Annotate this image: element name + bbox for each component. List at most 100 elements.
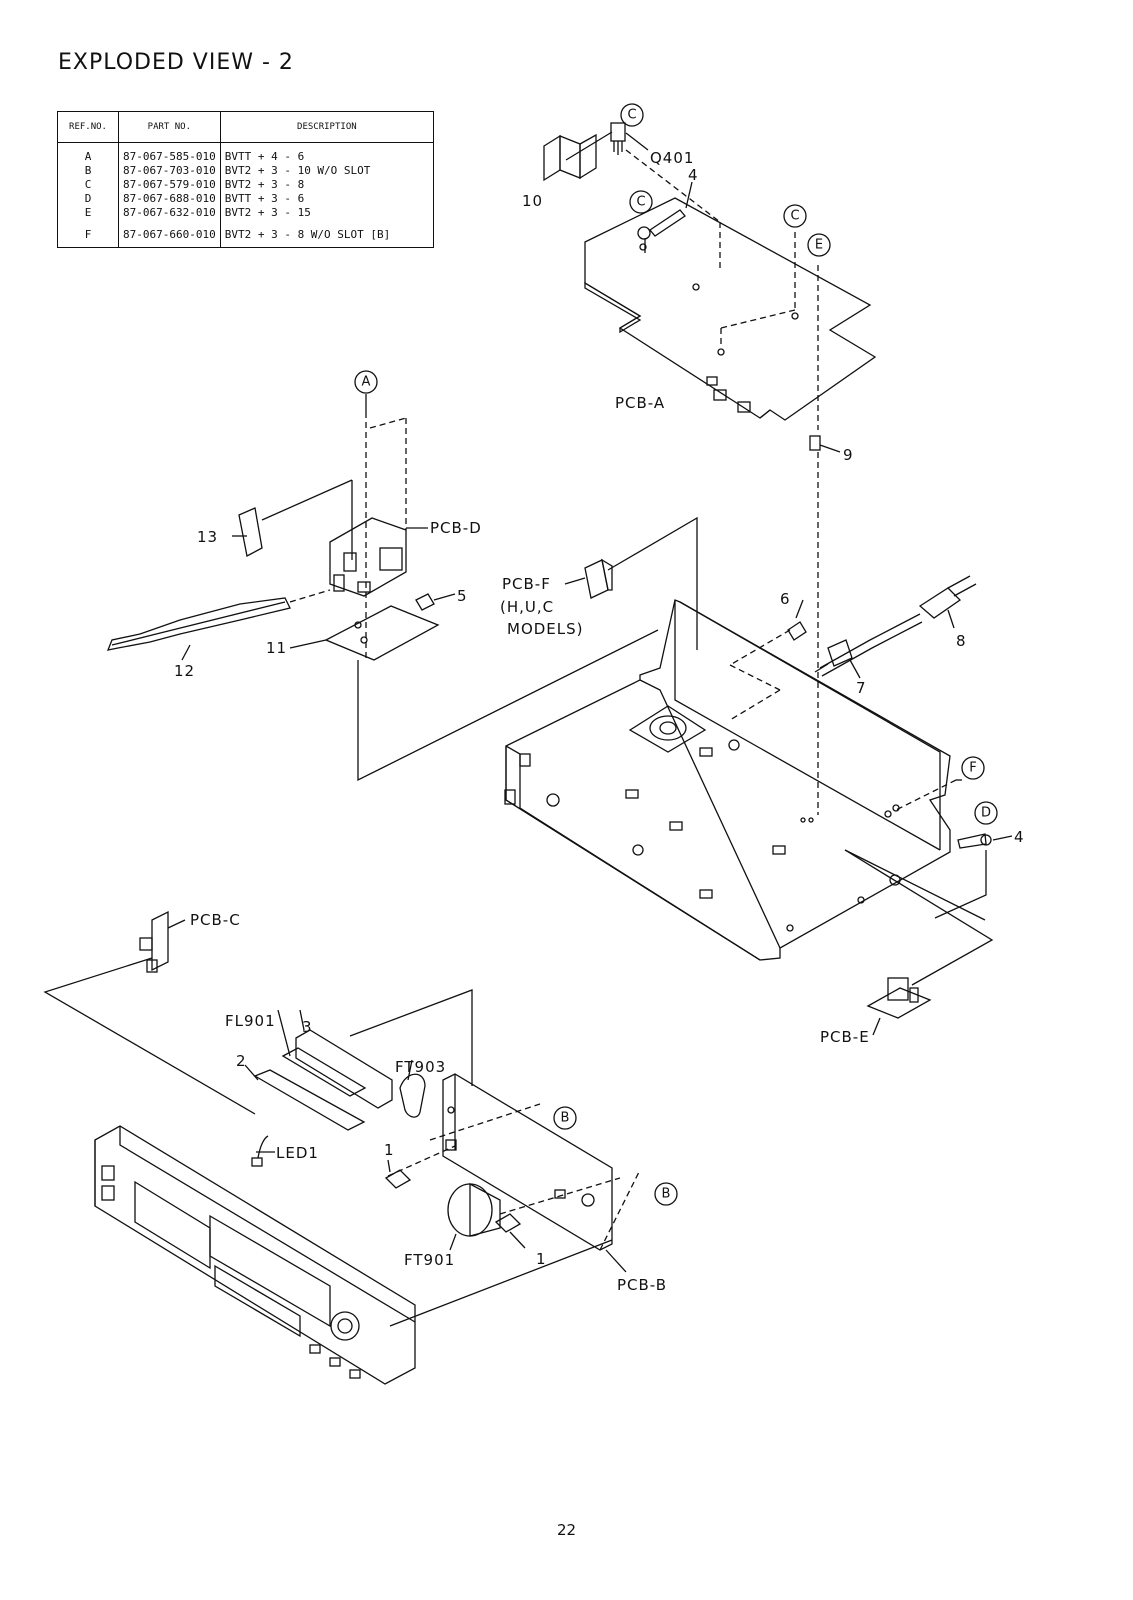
filter-2 xyxy=(253,1069,366,1131)
led1 xyxy=(251,1135,269,1167)
leader-d-drop xyxy=(934,850,987,919)
part-12-lever xyxy=(106,597,291,651)
callout-b-lower-text: B xyxy=(662,1187,671,1202)
table-header-row: REF.NO. PART NO. DESCRIPTION xyxy=(57,111,435,143)
leader-1a xyxy=(387,1159,391,1173)
label-ft903: FT903 xyxy=(395,1058,446,1076)
switch-1b xyxy=(494,1213,522,1233)
header-description: DESCRIPTION xyxy=(219,111,435,143)
chassis xyxy=(504,599,951,961)
strain-relief-7 xyxy=(814,639,853,673)
leader-13-link xyxy=(261,479,353,521)
leader-q401-label xyxy=(625,132,649,151)
callout-c-screw: C xyxy=(629,190,653,214)
callout-c-pcb-a: C xyxy=(783,204,807,228)
cell-desc: BVTT + 4 - 6 xyxy=(219,142,435,163)
cell-ref: A xyxy=(57,142,119,163)
power-cord-8 xyxy=(819,575,977,677)
ft903-cable xyxy=(399,1073,426,1118)
part-9 xyxy=(809,435,821,451)
label-6: 6 xyxy=(780,590,791,608)
leader-pcb-e xyxy=(872,1017,881,1036)
pcb-f-board xyxy=(584,558,613,599)
callout-a: A xyxy=(354,370,378,394)
label-7: 7 xyxy=(856,679,867,697)
cell-part: 87-067-585-010 xyxy=(118,142,221,163)
guide-lines-top xyxy=(625,149,819,430)
callout-e-text: E xyxy=(815,238,823,253)
leader-fl901 xyxy=(277,1009,291,1057)
pcb-c-board xyxy=(139,910,169,973)
parts-table: REF.NO. PART NO. DESCRIPTION A 87-067-58… xyxy=(57,111,435,248)
callout-d: D xyxy=(974,801,998,825)
leader-4-top xyxy=(685,181,693,209)
switch-1a xyxy=(384,1169,412,1189)
heatsink-10 xyxy=(543,133,597,182)
label-pcb-e: PCB-E xyxy=(820,1028,870,1046)
ft901-fan xyxy=(447,1182,501,1237)
table-row: C 87-067-579-010 BVT2 + 3 - 8 xyxy=(57,177,435,191)
callout-e: E xyxy=(807,233,831,257)
callout-c-q401: C xyxy=(620,103,644,127)
q401-transistor xyxy=(610,122,626,155)
callout-b-upper-text: B xyxy=(561,1111,570,1126)
header-part-no: PART NO. xyxy=(118,111,221,143)
callout-c-pcb-a-text: C xyxy=(790,209,799,224)
label-fl901: FL901 xyxy=(225,1012,276,1030)
label-13: 13 xyxy=(197,528,218,546)
label-led1: LED1 xyxy=(276,1144,319,1162)
page-title: EXPLODED VIEW - 2 xyxy=(58,50,294,75)
cell-ref: C xyxy=(57,177,119,191)
leader-1b xyxy=(509,1231,526,1249)
header-ref-no: REF.NO. xyxy=(57,111,119,143)
leader-ft903 xyxy=(407,1059,413,1081)
guide-lines-pcb-d xyxy=(289,412,407,660)
cell-ref: B xyxy=(57,163,119,177)
leader-11 xyxy=(289,639,327,649)
label-10: 10 xyxy=(522,192,543,210)
cell-part: 87-067-660-010 xyxy=(118,219,221,248)
leader-pcb-f xyxy=(564,577,586,585)
fl901-display xyxy=(281,1047,367,1097)
leader-q401 xyxy=(565,131,613,161)
cell-desc: BVT2 + 3 - 8 W/O SLOT [B] xyxy=(219,219,435,248)
part-13 xyxy=(238,507,263,557)
front-panel xyxy=(94,1125,416,1385)
label-4-top: 4 xyxy=(688,166,699,184)
label-5: 5 xyxy=(457,587,468,605)
cell-ref: D xyxy=(57,191,119,205)
callout-d-text: D xyxy=(981,806,991,821)
label-pcb-a: PCB-A xyxy=(615,394,665,412)
label-11: 11 xyxy=(266,639,287,657)
callout-a-text: A xyxy=(362,375,371,390)
label-2: 2 xyxy=(236,1052,247,1070)
label-pcb-d: PCB-D xyxy=(430,519,482,537)
guide-lines-front xyxy=(387,1103,641,1251)
leader-7 xyxy=(849,659,861,679)
table-row: A 87-067-585-010 BVTT + 4 - 6 xyxy=(57,142,435,163)
assembly-line-e-2 xyxy=(844,849,994,986)
label-1a: 1 xyxy=(384,1141,395,1159)
assembly-line-pcb-c xyxy=(43,957,256,1115)
pcb-d-board xyxy=(329,517,407,597)
leader-6 xyxy=(795,599,804,619)
assembly-line-pcb-f xyxy=(607,516,698,650)
pcb-b-board xyxy=(442,1073,613,1251)
leader-3 xyxy=(299,1009,305,1031)
cell-desc: BVT2 + 3 - 8 xyxy=(219,177,435,191)
label-pcb-b: PCB-B xyxy=(617,1276,667,1294)
guide-lines-chassis xyxy=(729,452,963,815)
assembly-line-front-top xyxy=(349,989,473,1086)
callout-b-lower: B xyxy=(654,1182,678,1206)
screw-4-right xyxy=(957,833,992,849)
cell-ref: E xyxy=(57,205,119,219)
label-pcb-f-models-2: MODELS) xyxy=(507,620,584,638)
bracket-3 xyxy=(295,1029,393,1109)
cell-desc: BVTT + 3 - 6 xyxy=(219,191,435,205)
label-pcb-f-models-1: (H,U,C xyxy=(500,598,554,616)
callout-b-upper: B xyxy=(553,1106,577,1130)
table-row: F 87-067-660-010 BVT2 + 3 - 8 W/O SLOT [… xyxy=(57,219,435,248)
screw-c-top xyxy=(637,226,651,240)
label-q401: Q401 xyxy=(650,149,694,167)
